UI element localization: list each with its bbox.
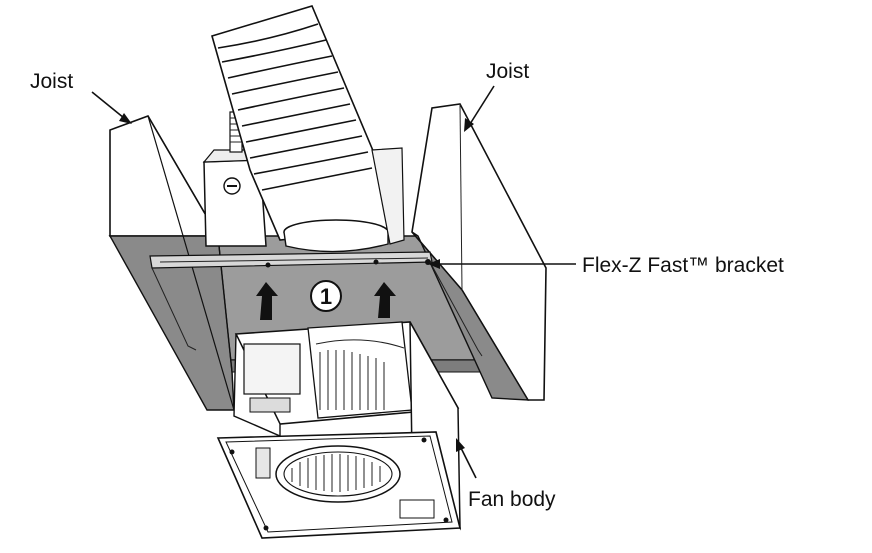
- step-one-badge-icon: 1: [310, 280, 342, 312]
- step-number: 1: [320, 284, 332, 309]
- joist-left-label: Joist: [30, 70, 73, 93]
- flexible-duct: [211, 5, 405, 253]
- minus-circle-icon: [223, 177, 241, 195]
- up-arrow-icon: [256, 282, 278, 320]
- fan-body: [216, 321, 462, 539]
- up-arrow-icon: [374, 282, 396, 318]
- joist-right-label: Joist: [486, 60, 529, 83]
- leader-lines: [91, 85, 576, 479]
- fan-body-label: Fan body: [468, 488, 556, 511]
- joist-right: [411, 103, 547, 401]
- joist-left: [108, 115, 235, 411]
- bracket-label: Flex-Z Fast™ bracket: [582, 254, 784, 277]
- flex-z-fast-bracket: [149, 251, 483, 357]
